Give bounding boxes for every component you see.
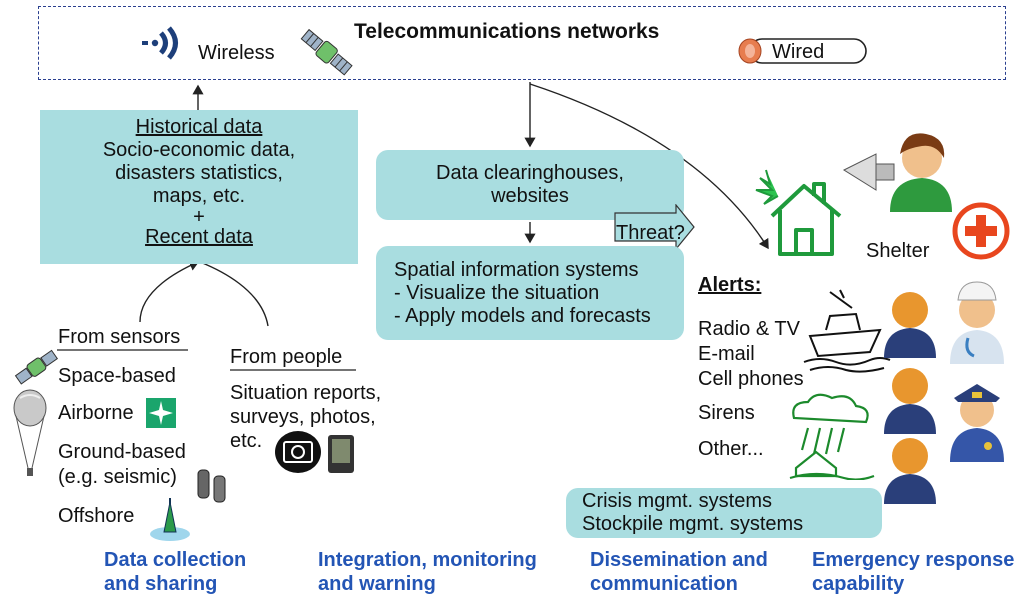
sensor-item: (e.g. seismic): [58, 466, 177, 488]
sensors-heading: From sensors: [58, 326, 181, 348]
person-icon: [884, 438, 936, 504]
people-line: etc.: [230, 430, 263, 452]
red-cross-icon: [952, 202, 1010, 260]
pda-device-icon: [328, 435, 354, 473]
offshore-buoy-icon: [150, 498, 190, 541]
historical-line: maps, etc.: [152, 185, 246, 207]
satellite-icon: [300, 28, 353, 76]
sensor-item: Offshore: [58, 505, 135, 527]
plus-sign: +: [193, 206, 205, 228]
weather-balloon-icon: [13, 389, 47, 476]
historical-data-box: Historical data Socio-economic data, dis…: [40, 110, 358, 264]
footer-dissemination: Dissemination and communication: [590, 548, 768, 596]
threat-arrow: [614, 204, 695, 250]
telecom-network-box: [38, 6, 1006, 80]
footer-line: Data collection: [104, 549, 247, 571]
person-icon: [884, 292, 936, 358]
footer-integration: Integration, monitoring and warning: [318, 548, 537, 596]
people-line: surveys, photos,: [230, 406, 376, 428]
satellite-icon: [14, 349, 59, 385]
megaphone-person-icon: [842, 133, 952, 212]
ship-satellite-sketch-icon: [803, 289, 891, 373]
people-line: Situation reports,: [230, 382, 382, 404]
clearinghouse-box: Data clearinghouses, websites: [376, 150, 684, 220]
alert-item: Radio & TV: [698, 318, 800, 340]
footer-emergency-response: Emergency response capability: [812, 548, 1014, 596]
footer-data-collection: Data collection and sharing: [104, 548, 246, 596]
clearing-line: Data clearinghouses,: [436, 162, 624, 184]
shelter-house-icon: [755, 169, 842, 256]
footer-line: Integration, monitoring: [318, 549, 537, 571]
footer-line: communication: [590, 573, 738, 595]
sensor-item: Ground-based: [58, 441, 186, 463]
alert-item: E-mail: [698, 343, 755, 365]
alert-item: Sirens: [698, 402, 755, 424]
alerts-heading: Alerts:: [698, 274, 762, 296]
wired-cable-icon: [738, 38, 867, 64]
network-title: Telecommunications networks: [354, 20, 660, 43]
sensor-item: Space-based: [58, 365, 176, 387]
crisis-systems-box: Crisis mgmt. systems Stockpile mgmt. sys…: [566, 488, 882, 538]
footer-line: Emergency response: [812, 549, 1015, 571]
footer-line: Dissemination and: [590, 549, 768, 571]
people-heading: From people: [230, 346, 343, 368]
clearing-line: websites: [491, 185, 569, 207]
threat-label: Threat?: [616, 222, 685, 244]
person-icon: [884, 368, 936, 434]
spatial-info-box: Spatial information systems - Visualize …: [376, 246, 684, 340]
crisis-line: Stockpile mgmt. systems: [582, 513, 804, 535]
camera-icon: [275, 431, 321, 473]
wired-label: Wired: [772, 41, 825, 63]
spatial-line: - Visualize the situation: [394, 282, 600, 304]
crisis-line: Crisis mgmt. systems: [582, 490, 772, 512]
spatial-line: - Apply models and forecasts: [394, 305, 651, 327]
footer-line: capability: [812, 573, 905, 595]
historical-heading: Historical data: [135, 116, 263, 138]
shelter-label: Shelter: [866, 240, 930, 262]
storm-flood-sketch-icon: [789, 393, 875, 480]
footer-line: and sharing: [104, 573, 218, 595]
historical-line: disasters statistics,: [115, 162, 283, 184]
recent-data-label: Recent data: [145, 226, 253, 248]
police-officer-icon: [950, 384, 1004, 462]
wireless-label: Wireless: [198, 42, 275, 64]
alert-item: Other...: [698, 438, 764, 460]
wireless-icon: [142, 26, 178, 60]
historical-line: Socio-economic data,: [102, 139, 296, 161]
airplane-icon: [146, 398, 176, 428]
spatial-line: Spatial information systems: [394, 259, 639, 281]
footer-line: and warning: [318, 573, 436, 595]
nurse-icon: [950, 281, 1004, 364]
alert-item: Cell phones: [698, 368, 804, 390]
sensor-item: Airborne: [58, 402, 134, 424]
seismic-sensor-icon: [197, 469, 226, 503]
